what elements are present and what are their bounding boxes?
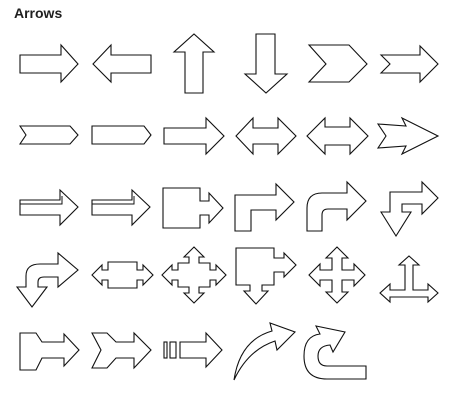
- notched-pentagon-icon[interactable]: [15, 115, 81, 155]
- left-right-arrow-callout-icon[interactable]: [88, 252, 154, 296]
- chevron-notched-arrow-icon[interactable]: [15, 320, 81, 380]
- homeplate-pentagon-icon[interactable]: [88, 115, 154, 155]
- up-arrow-icon[interactable]: [162, 30, 228, 96]
- bent-down-arrow-icon[interactable]: [374, 176, 442, 240]
- left-arrow-icon[interactable]: [88, 35, 154, 95]
- chevron-right-arrow-icon[interactable]: [376, 35, 442, 95]
- quad-arrow-icon[interactable]: [302, 244, 370, 308]
- down-arrow-icon[interactable]: [236, 30, 302, 96]
- left-right-arrow-wide-icon[interactable]: [304, 112, 372, 158]
- bent-up-right-arrow-icon[interactable]: [230, 176, 298, 236]
- curved-bent-arrow-icon[interactable]: [302, 176, 370, 236]
- down-right-arrow-callout-icon[interactable]: [230, 244, 298, 308]
- right-arrow-callout-icon[interactable]: [160, 182, 228, 232]
- notched-right-arrow-icon[interactable]: [376, 112, 444, 158]
- striped-right-arrow-icon[interactable]: [15, 185, 81, 230]
- quad-arrow-callout-icon[interactable]: [160, 244, 228, 308]
- left-right-up-arrow-icon[interactable]: [374, 252, 442, 304]
- right-arrow-thin-icon[interactable]: [88, 185, 154, 230]
- u-turn-arrow-icon[interactable]: [302, 318, 370, 384]
- curved-up-arrow-icon[interactable]: [230, 318, 298, 384]
- left-right-arrow-icon[interactable]: [232, 112, 300, 158]
- striped-arrow-icon[interactable]: [160, 320, 226, 380]
- pentagon-arrow-icon[interactable]: [304, 35, 370, 95]
- right-arrow-long-icon[interactable]: [160, 112, 228, 158]
- right-arrow-icon[interactable]: [15, 35, 81, 95]
- chevron-double-arrow-icon[interactable]: [88, 320, 154, 380]
- panel-title: Arrows: [14, 5, 63, 21]
- u-turn-curved-arrow-icon[interactable]: [12, 244, 82, 309]
